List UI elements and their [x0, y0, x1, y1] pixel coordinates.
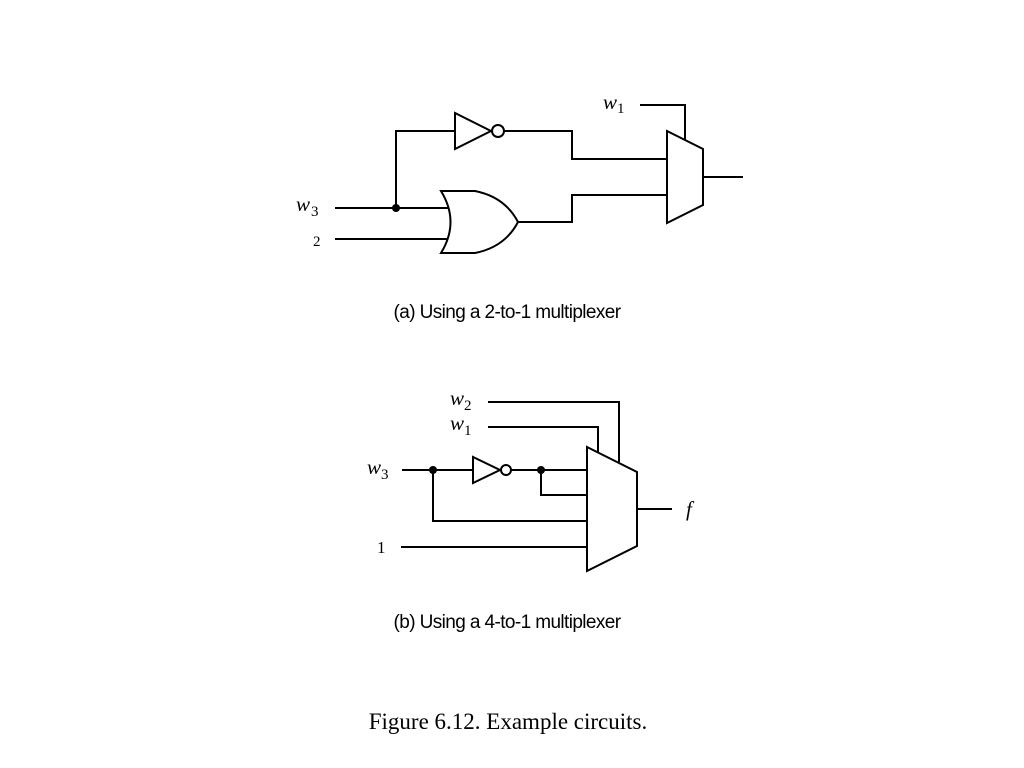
mux-2to1	[666, 129, 704, 225]
circuit-a: w1 w3 2 (a) Using a 2-to-1 multiplexer	[296, 90, 743, 323]
label-w1-a: w1	[603, 90, 625, 117]
mux-4to1	[586, 445, 638, 573]
label-x2-a: 2	[313, 234, 321, 250]
not-bubble-b	[500, 464, 512, 476]
label-w3-a: w3	[296, 192, 319, 220]
label-one-b: 1	[377, 538, 386, 557]
wire-not-to-mux-a	[504, 130, 667, 160]
wire-or-to-mux-a	[518, 194, 667, 223]
not-bubble-a	[491, 124, 505, 138]
wire-w2-select-b	[488, 401, 620, 462]
figure-caption: Figure 6.12. Example circuits.	[369, 709, 648, 734]
not-gate-b	[472, 455, 503, 485]
caption-b: (b) Using a 4-to-1 multiplexer	[394, 612, 622, 633]
wire-w1-select-b	[488, 426, 599, 452]
wire-w3-to-mux-b	[432, 470, 587, 522]
label-w3-b: w3	[367, 455, 389, 483]
output-label-f: f	[686, 497, 695, 521]
wire-not-branch-b	[540, 470, 587, 496]
not-gate-a	[454, 111, 494, 151]
circuit-b: w2 w1 w3 1 f (b) Using a 4-to-1 multiple…	[367, 386, 695, 633]
wire-w1-select-a	[640, 104, 686, 140]
wire-to-not-a	[395, 130, 455, 208]
label-w1-b: w1	[450, 411, 472, 439]
label-w2-b: w2	[450, 386, 472, 414]
caption-a: (a) Using a 2-to-1 multiplexer	[394, 302, 622, 323]
or-gate-a	[439, 190, 520, 254]
